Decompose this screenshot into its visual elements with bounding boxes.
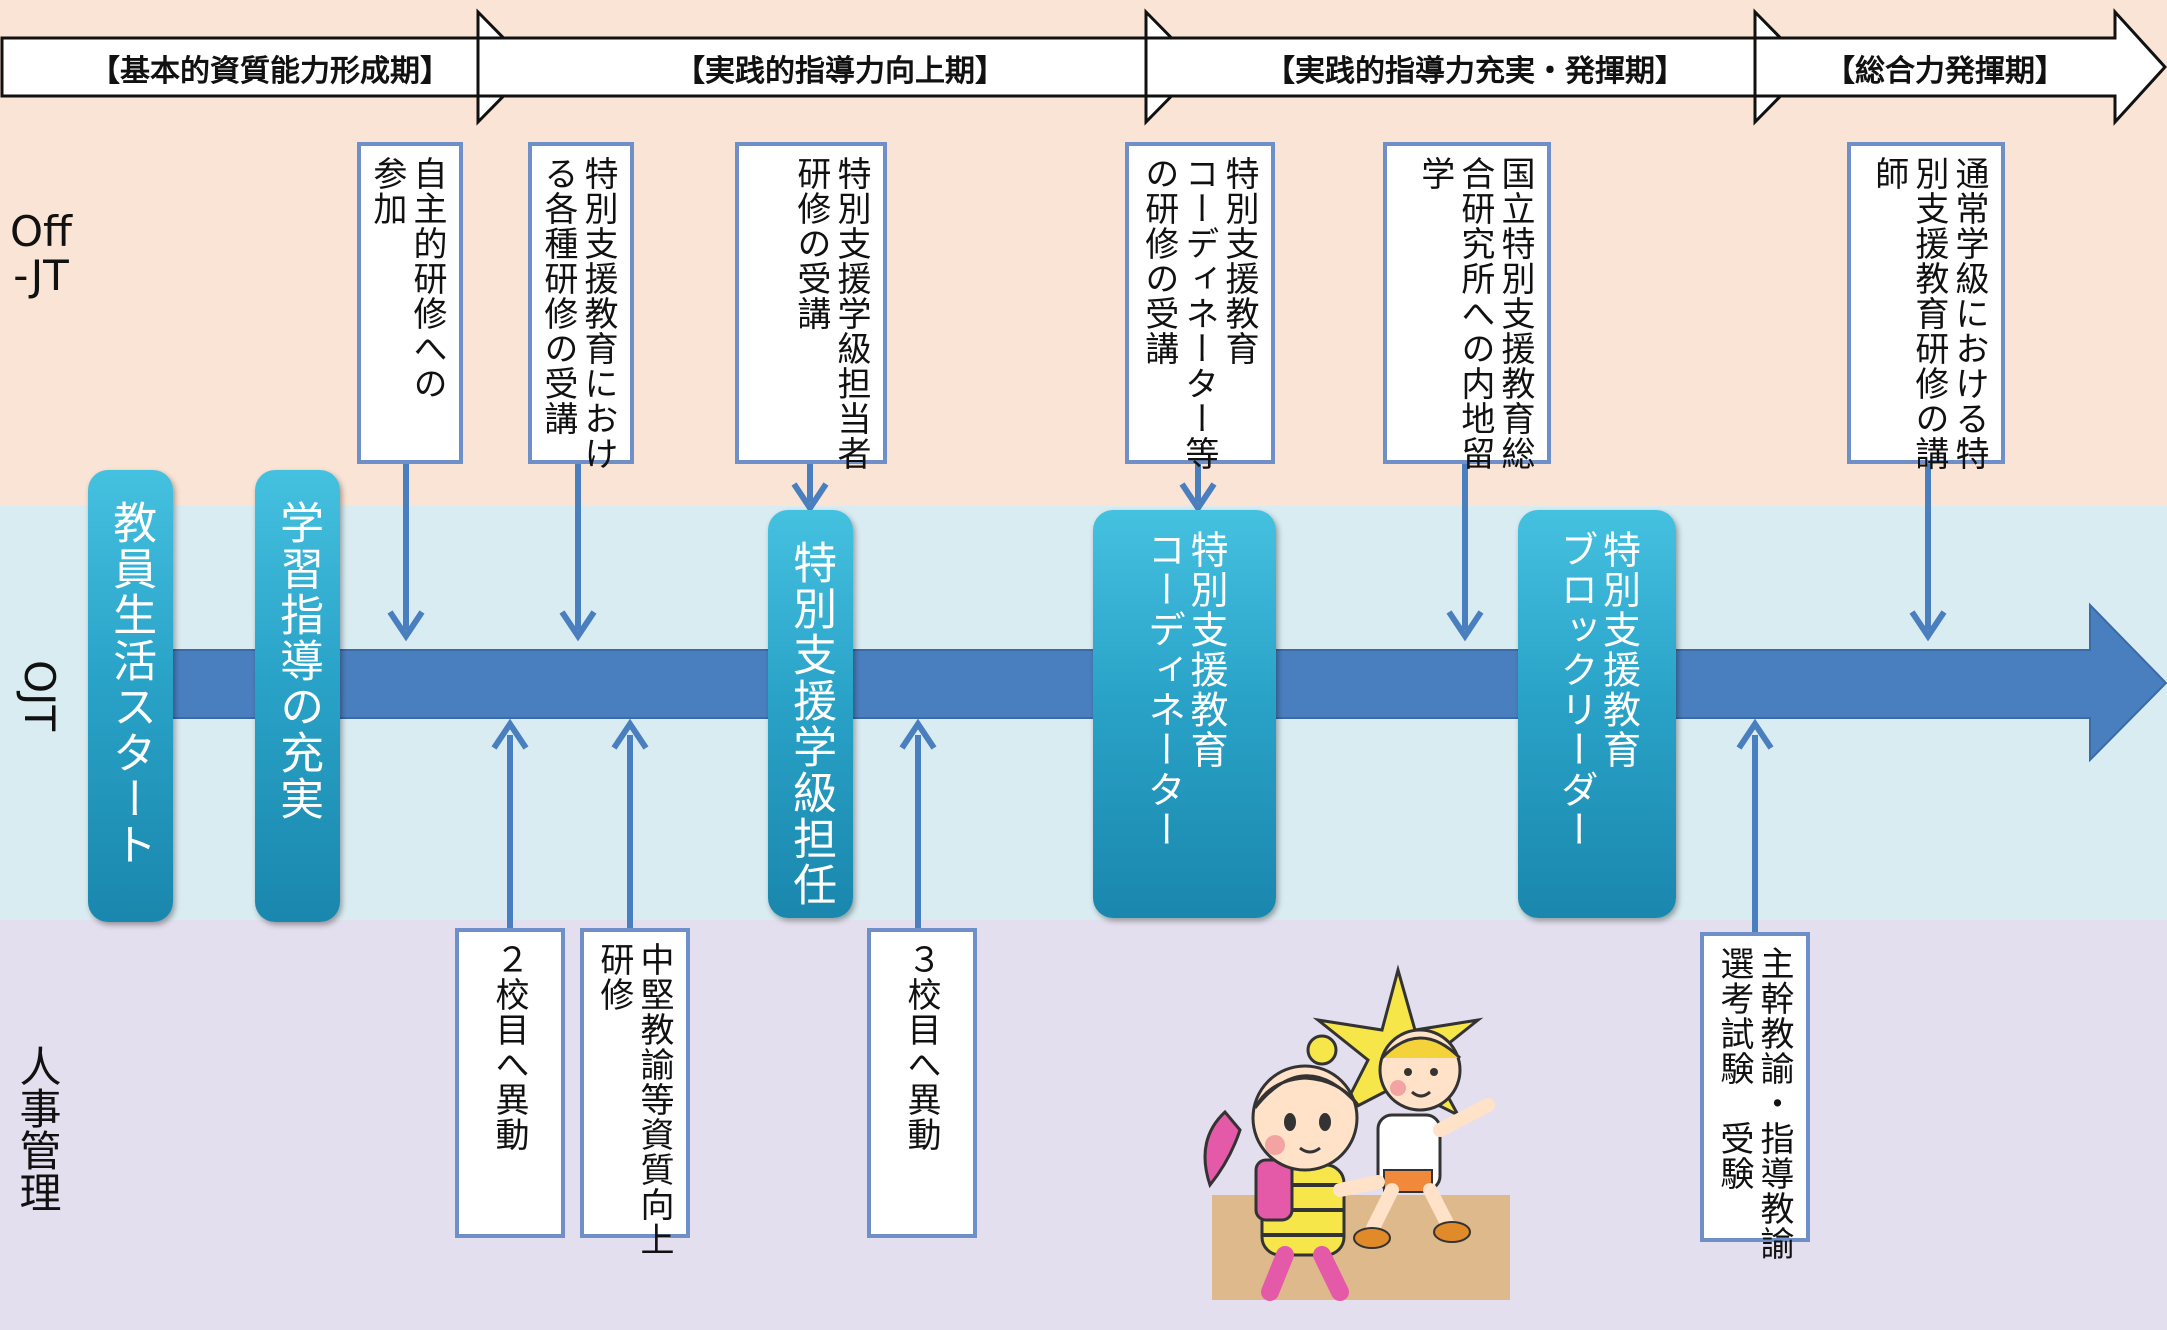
training-text: 自主的研修への 参加 xyxy=(366,156,447,401)
personnel-text: 中堅教諭等資質向上 研修 xyxy=(593,942,674,1257)
personnel-box-midcareer-training: 中堅教諭等資質向上 研修 xyxy=(580,928,690,1257)
stage-coordinator: 特別支援教育 コーディネーター xyxy=(1093,510,1276,918)
boy-character xyxy=(1353,1028,1495,1249)
phase-label-4: 【総合力発揮期】 xyxy=(1825,53,2065,89)
training-box-coordinator: 特別支援教育 コーディネーター等 の研修の受講 xyxy=(1125,142,1275,471)
training-text: 特別支援教育におけ る各種研修の受講 xyxy=(537,156,618,471)
girl-character xyxy=(1203,1034,1385,1301)
training-text: 特別支援学級担当者 研修の受講 xyxy=(790,156,871,471)
phase-label-3: 【実践的指導力充実・発揮期】 xyxy=(1265,53,1685,89)
personnel-text: 主幹教諭・指導教諭 選考試験 受験 xyxy=(1713,946,1794,1261)
training-box-class-teacher: 特別支援学級担当者 研修の受講 xyxy=(735,142,887,471)
stage-learning-guidance: 学習指導の充実 xyxy=(255,470,340,922)
phase-arrow-4 xyxy=(1753,8,2167,126)
phase-label-2: 【実践的指導力向上期】 xyxy=(675,53,1005,89)
stage-career-start: 教員生活スタート xyxy=(88,470,173,922)
training-text: 通常学級における特 別支援教育研修の講 師 xyxy=(1868,156,1989,471)
stage-block-leader: 特別支援教育 ブロックリーダー xyxy=(1518,510,1676,918)
personnel-text: ３校目へ異動 xyxy=(901,942,941,1152)
stage-label: 特別支援教育 コーディネーター xyxy=(1141,530,1229,850)
training-box-national-institute: 国立特別支援教育総 合研究所への内地留 学 xyxy=(1383,142,1551,471)
stage-label: 特別支援学級担任 xyxy=(785,540,837,908)
row-label-personnel: 人事管理 xyxy=(13,1045,62,1213)
personnel-box-third-school: ３校目へ異動 xyxy=(867,928,977,1238)
personnel-box-second-school: ２校目へ異動 xyxy=(455,928,565,1238)
stage-label: 学習指導の充実 xyxy=(272,500,324,822)
phase-label-1: 【基本的資質能力形成期】 xyxy=(90,53,450,89)
stage-special-class-teacher: 特別支援学級担任 xyxy=(768,510,853,918)
training-box-self-study: 自主的研修への 参加 xyxy=(357,142,463,464)
stage-label: 教員生活スタート xyxy=(105,500,157,868)
training-box-lecturer: 通常学級における特 別支援教育研修の講 師 xyxy=(1847,142,2005,471)
personnel-box-exam: 主幹教諭・指導教諭 選考試験 受験 xyxy=(1700,932,1810,1261)
training-text: 国立特別支援教育総 合研究所への内地留 学 xyxy=(1414,156,1535,471)
mascot-illustration xyxy=(1203,964,1510,1301)
row-label-ojt: OJT xyxy=(15,660,64,732)
training-text: 特別支援教育 コーディネーター等 の研修の受講 xyxy=(1138,156,1259,471)
stage-label: 特別支援教育 ブロックリーダー xyxy=(1554,530,1641,850)
personnel-text: ２校目へ異動 xyxy=(489,942,529,1152)
row-label-off-jt: Off -JT xyxy=(10,207,72,301)
training-box-various: 特別支援教育におけ る各種研修の受講 xyxy=(528,142,634,471)
